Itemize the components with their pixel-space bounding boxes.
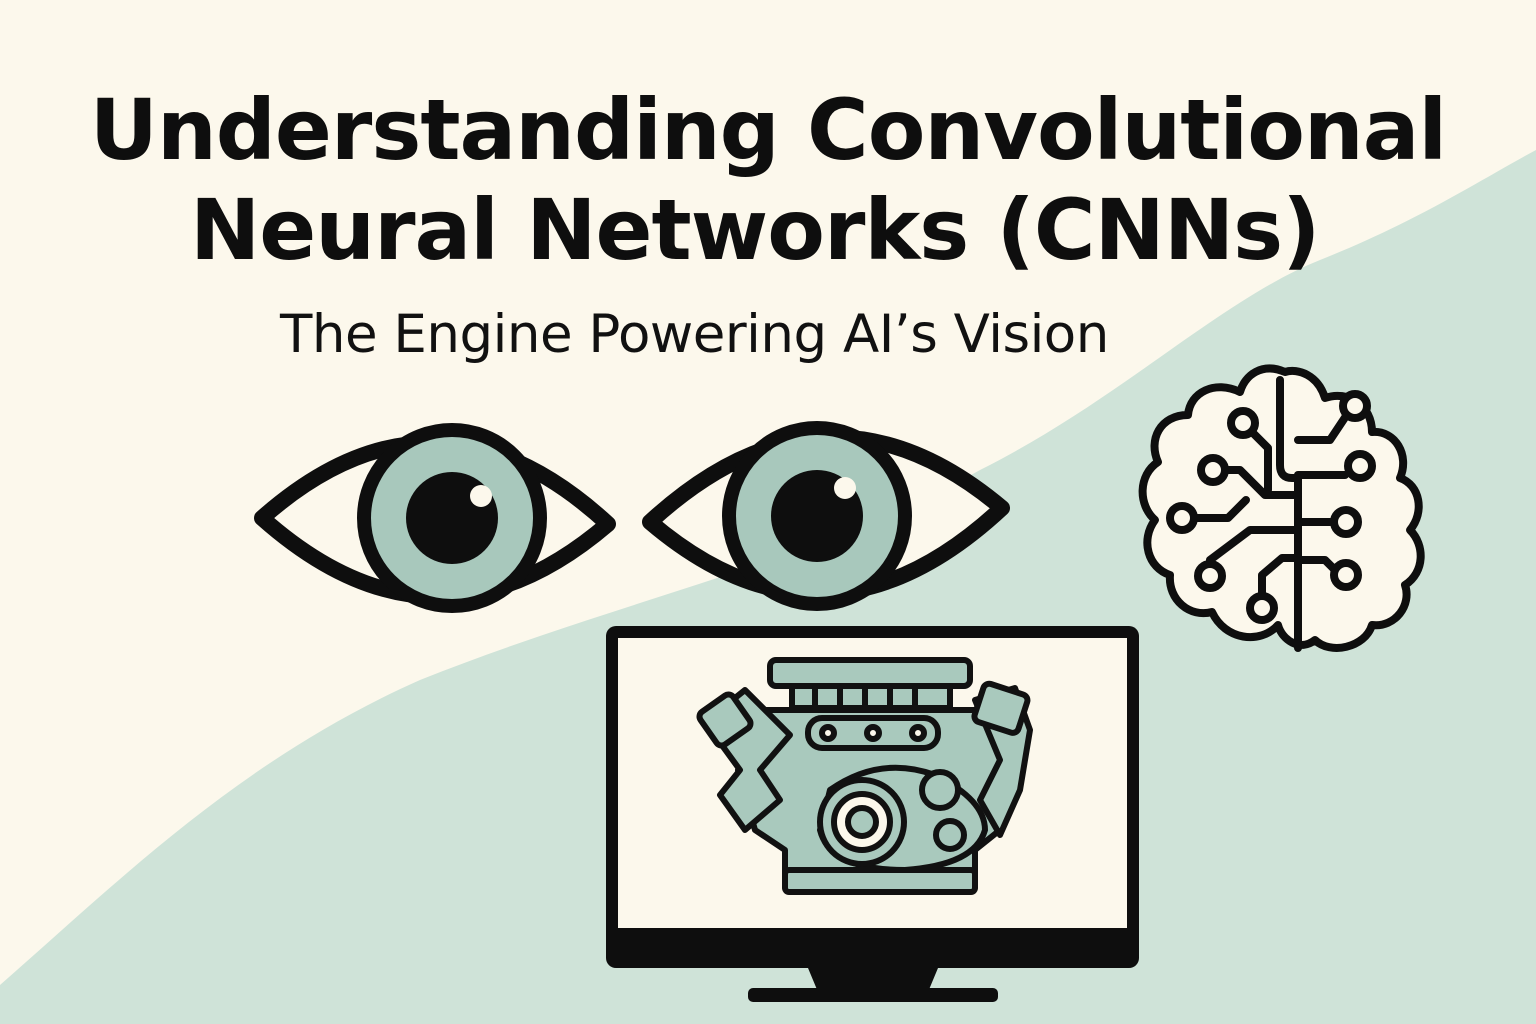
page-subtitle: The Engine Powering AI’s Vision [280, 304, 1109, 365]
eye-icon [254, 423, 616, 613]
page-title-line-2: Neural Networks (CNNs) [190, 181, 1321, 279]
engine-icon [696, 657, 1033, 895]
page-title-line-1: Understanding Convolutional [89, 81, 1447, 179]
brain-circuit-icon [1138, 364, 1425, 652]
eye-icon [642, 421, 1010, 611]
